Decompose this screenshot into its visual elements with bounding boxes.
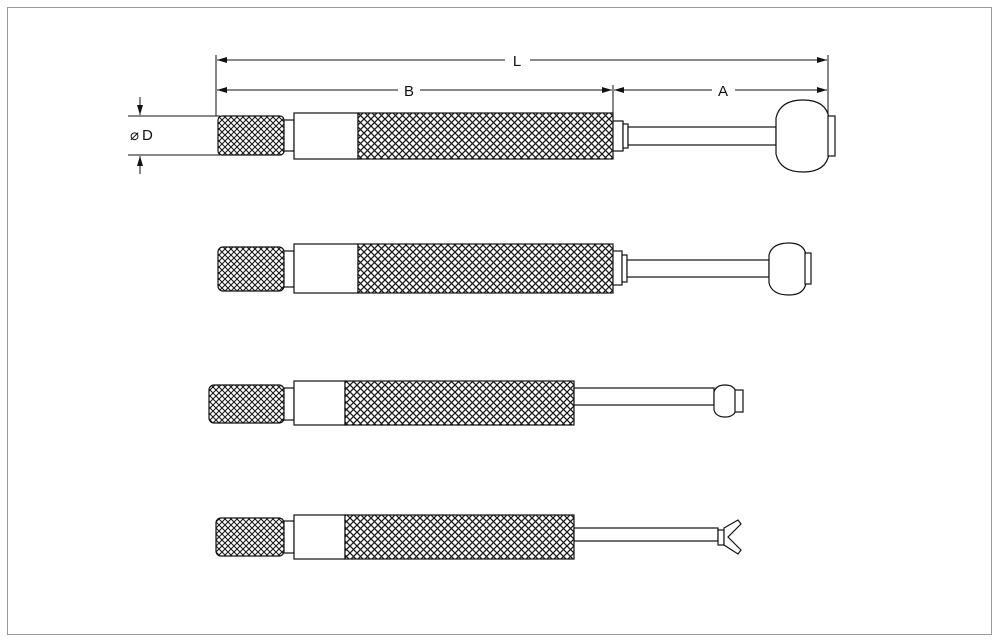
dimension-label-d: D bbox=[142, 127, 153, 144]
probe-shaft bbox=[573, 387, 715, 406]
ball-tip-ring bbox=[734, 389, 744, 413]
dimension-label-a: A bbox=[718, 83, 728, 100]
ball-tip-ring bbox=[827, 115, 836, 157]
hole-gauge-4 bbox=[215, 514, 742, 560]
measuring-ball bbox=[713, 384, 737, 418]
dimension-lines bbox=[128, 55, 829, 174]
dimension-label-b: B bbox=[404, 83, 414, 100]
collet bbox=[612, 120, 624, 152]
split-ball-tip bbox=[723, 519, 742, 555]
cap-neck bbox=[283, 119, 295, 152]
knurled-cap bbox=[217, 115, 285, 156]
measuring-ball bbox=[768, 242, 807, 296]
probe-shaft bbox=[627, 126, 777, 146]
hole-gauge-1 bbox=[217, 99, 836, 173]
knurled-cap bbox=[217, 246, 285, 292]
cap-neck bbox=[283, 520, 295, 554]
hole-gauge-2 bbox=[217, 242, 812, 296]
handle-smooth-section bbox=[293, 243, 359, 294]
collet-ring bbox=[622, 123, 629, 149]
hole-gauge-3 bbox=[208, 380, 744, 426]
knurled-handle bbox=[357, 112, 614, 160]
probe-shaft bbox=[573, 527, 719, 542]
cap-neck bbox=[283, 250, 295, 288]
handle-smooth-section bbox=[293, 514, 346, 560]
knurled-handle bbox=[344, 514, 575, 560]
handle-smooth-section bbox=[293, 380, 346, 426]
collet bbox=[612, 250, 623, 286]
drawing-border bbox=[7, 7, 992, 635]
knurled-cap bbox=[208, 384, 285, 424]
knurled-handle bbox=[344, 380, 575, 426]
handle-smooth-section bbox=[293, 112, 359, 160]
ball-tip-ring bbox=[804, 252, 812, 285]
probe-shaft bbox=[626, 259, 770, 278]
cap-neck bbox=[283, 387, 295, 421]
knurled-handle bbox=[357, 243, 614, 294]
probe-neck bbox=[717, 529, 725, 546]
measuring-ball bbox=[775, 99, 830, 173]
knurled-cap bbox=[215, 517, 285, 557]
diameter-symbol: ⌀ bbox=[130, 127, 139, 144]
collet-ring bbox=[621, 254, 628, 283]
dimension-label-l: L bbox=[513, 53, 521, 70]
